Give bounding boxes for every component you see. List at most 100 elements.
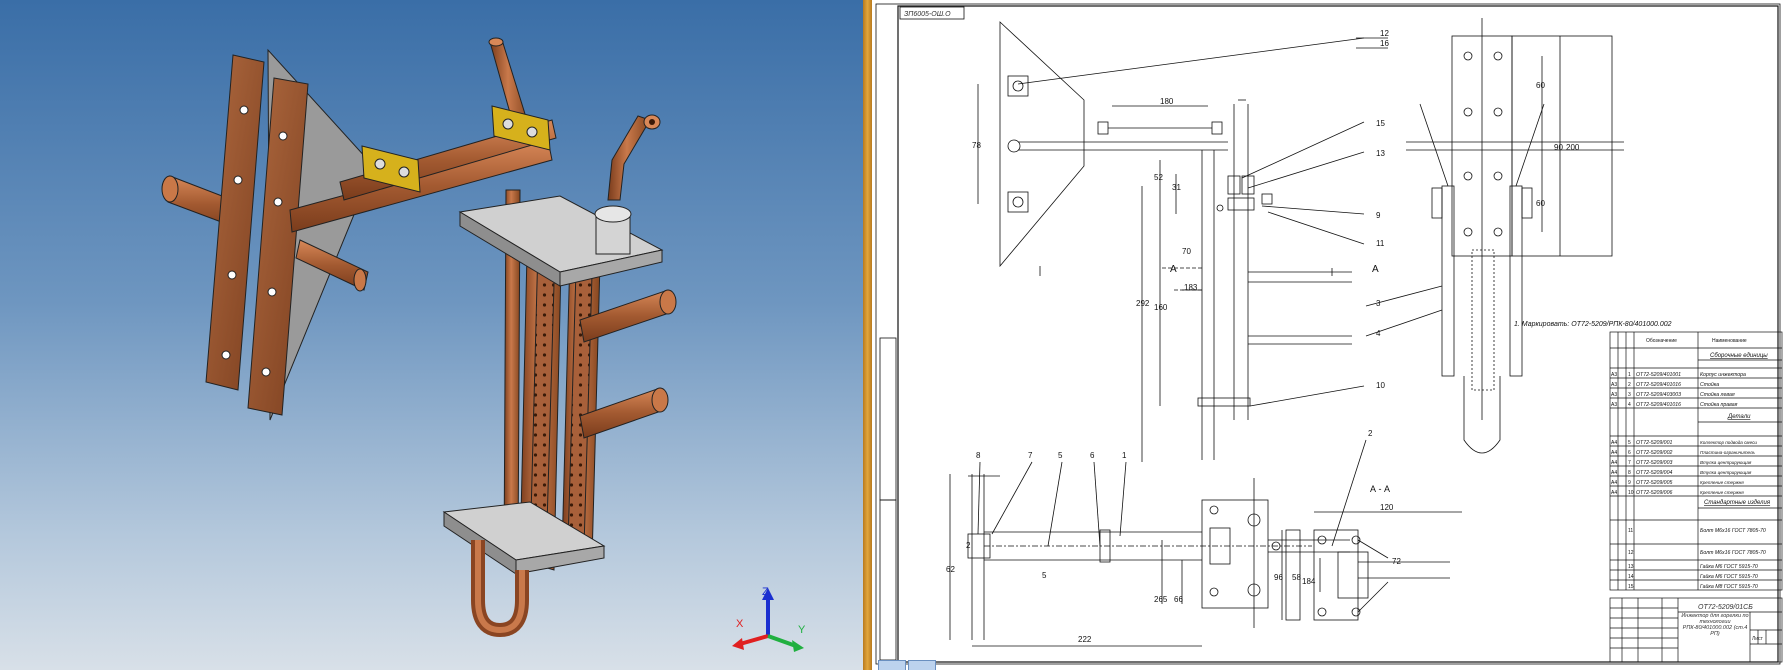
top-view xyxy=(949,439,1367,647)
spec-name-1: Корпус инжектора xyxy=(1700,372,1746,378)
dim-66: 66 xyxy=(1174,595,1183,604)
dim-5: 5 xyxy=(1042,571,1047,580)
spec-pos-4: 4 xyxy=(1628,402,1631,408)
spec-code-6: ОТ72-5209/002 xyxy=(1636,450,1672,456)
spec-header-designation: Обозначение xyxy=(1646,338,1677,344)
spec-name-14: Гайка М6 ГОСТ 5915-70 xyxy=(1700,573,1758,580)
leader-16: 16 xyxy=(1380,39,1389,48)
spec-format-10: А4 xyxy=(1611,490,1617,496)
spec-pos-2: 2 xyxy=(1628,382,1631,388)
dim-120: 120 xyxy=(1380,503,1394,512)
corner-stamp-box xyxy=(899,6,965,20)
spec-pos-1: 1 xyxy=(1628,372,1631,378)
steel-bracket-top xyxy=(458,195,664,287)
spec-format-2: А3 xyxy=(1611,382,1617,388)
dim-183: 183 xyxy=(1184,283,1198,292)
leader-3: 3 xyxy=(1376,299,1381,308)
dim-184: 184 xyxy=(1302,577,1316,586)
spec-section-parts: Детали xyxy=(1727,414,1751,420)
spec-pos-14: 14 xyxy=(1628,574,1634,580)
section-title-a-a: А - А xyxy=(1370,484,1390,494)
corner-stamp-text: ЗП6005-ОШ.О xyxy=(904,11,951,18)
axis-label-x: X xyxy=(736,618,744,630)
dim-96: 96 xyxy=(1274,573,1283,582)
spec-pos-10: 10 xyxy=(1628,490,1634,496)
brass-clamp-right xyxy=(491,105,551,151)
dim-52: 52 xyxy=(1154,173,1163,182)
marking-note: 1. Маркировать: ОТ72-5209/РПК-80/401000.… xyxy=(1514,321,1672,328)
spec-name-10: Крепление стержня xyxy=(1700,490,1744,495)
mounting-plate-left xyxy=(205,54,265,391)
spec-format-3: А3 xyxy=(1611,392,1617,398)
dim-90: 90 xyxy=(1554,143,1563,152)
spec-code-4: ОТ72-5209/401016 xyxy=(1636,402,1681,408)
spec-section-assemblies: Сборочные единицы xyxy=(1710,353,1768,359)
spec-section-standard: Стандартные изделия xyxy=(1704,500,1771,506)
3d-viewport[interactable]: Z X Y xyxy=(0,0,863,670)
horizontal-tube-lower xyxy=(295,239,369,292)
leader-4: 4 xyxy=(1376,329,1381,338)
spec-name-2: Стойка xyxy=(1700,381,1719,388)
spec-format-8: А4 xyxy=(1611,470,1617,476)
spec-name-6: Пластина-ограничитель xyxy=(1700,450,1756,455)
dim-265: 265 xyxy=(1154,595,1168,604)
spec-name-11: Болт М6х16 ГОСТ 7805-70 xyxy=(1700,528,1766,534)
leader-1: 1 xyxy=(1122,451,1127,460)
spec-pos-12: 12 xyxy=(1628,550,1634,556)
spec-format-4: А3 xyxy=(1611,402,1617,408)
spec-code-3: ОТ72-5209/403003 xyxy=(1636,392,1681,398)
spec-pos-13: 13 xyxy=(1628,564,1634,570)
sheet-tab-1[interactable] xyxy=(878,660,906,670)
spec-code-8: ОТ72-5209/004 xyxy=(1636,470,1672,476)
spec-code-10: ОТ72-5209/006 xyxy=(1636,490,1672,496)
spec-code-7: ОТ72-5209/003 xyxy=(1636,460,1672,466)
dim-200: 200 xyxy=(1566,143,1580,152)
section-mark-right: А xyxy=(1372,264,1379,275)
title-sheet-label: Лист xyxy=(1752,636,1764,642)
pane-splitter[interactable] xyxy=(863,0,872,670)
spec-name-4: Стойка правая xyxy=(1700,401,1738,408)
sheet-inner-frame xyxy=(897,5,1779,663)
axis-triad xyxy=(732,588,804,652)
spec-name-13: Гайка М6 ГОСТ 5915-70 xyxy=(1700,563,1758,570)
spec-pos-9: 9 xyxy=(1628,480,1631,486)
spec-pos-11: 11 xyxy=(1628,528,1633,534)
dim-58: 58 xyxy=(1292,573,1301,582)
dim-60-top: 60 xyxy=(1536,81,1545,90)
spec-pos-6: 6 xyxy=(1628,450,1631,456)
dim-222: 222 xyxy=(1078,635,1092,644)
dim-78: 78 xyxy=(972,141,981,150)
section-detail-view xyxy=(1281,511,1462,621)
left-margin-stamp xyxy=(879,337,897,501)
drawing-sheet[interactable]: ЗП6005-ОШ.О xyxy=(872,0,1784,670)
dim-292: 292 xyxy=(1136,299,1150,308)
brass-clamp-left xyxy=(361,145,421,193)
spec-name-7: Втулка центрирующая xyxy=(1700,460,1752,465)
right-stub-tubes xyxy=(579,289,677,439)
leader-8: 8 xyxy=(976,451,981,460)
dim-72: 72 xyxy=(1392,557,1401,566)
front-view xyxy=(977,21,1352,462)
section-mark-left: А xyxy=(1170,264,1177,275)
leader-10: 10 xyxy=(1376,381,1385,390)
spec-header-name: Наименование xyxy=(1712,338,1747,344)
mounting-plate-right xyxy=(247,77,309,416)
leader-15: 15 xyxy=(1376,119,1385,128)
spec-name-12: Болт М6х16 ГОСТ 7805-70 xyxy=(1700,550,1766,556)
spec-pos-15: 15 xyxy=(1628,584,1634,590)
leader-5: 5 xyxy=(1058,451,1063,460)
spec-format-6: А4 xyxy=(1611,450,1617,456)
spec-code-1: ОТ72-5209/401001 xyxy=(1636,372,1681,378)
u-bend-tube xyxy=(471,540,529,638)
spec-name-15: Гайка М8 ГОСТ 5915-70 xyxy=(1700,583,1758,590)
leader-12: 12 xyxy=(1380,29,1389,38)
spec-format-1: А3 xyxy=(1611,372,1617,378)
spec-format-5: А4 xyxy=(1611,440,1617,446)
leader-11: 11 xyxy=(1376,239,1385,248)
spec-format-7: А4 xyxy=(1611,460,1617,466)
sheet-tab-2[interactable] xyxy=(908,660,936,670)
leader-9: 9 xyxy=(1376,211,1381,220)
axis-label-y: Y xyxy=(798,624,806,636)
3d-model-view[interactable] xyxy=(0,0,863,670)
section-view-a-a xyxy=(1365,18,1624,454)
